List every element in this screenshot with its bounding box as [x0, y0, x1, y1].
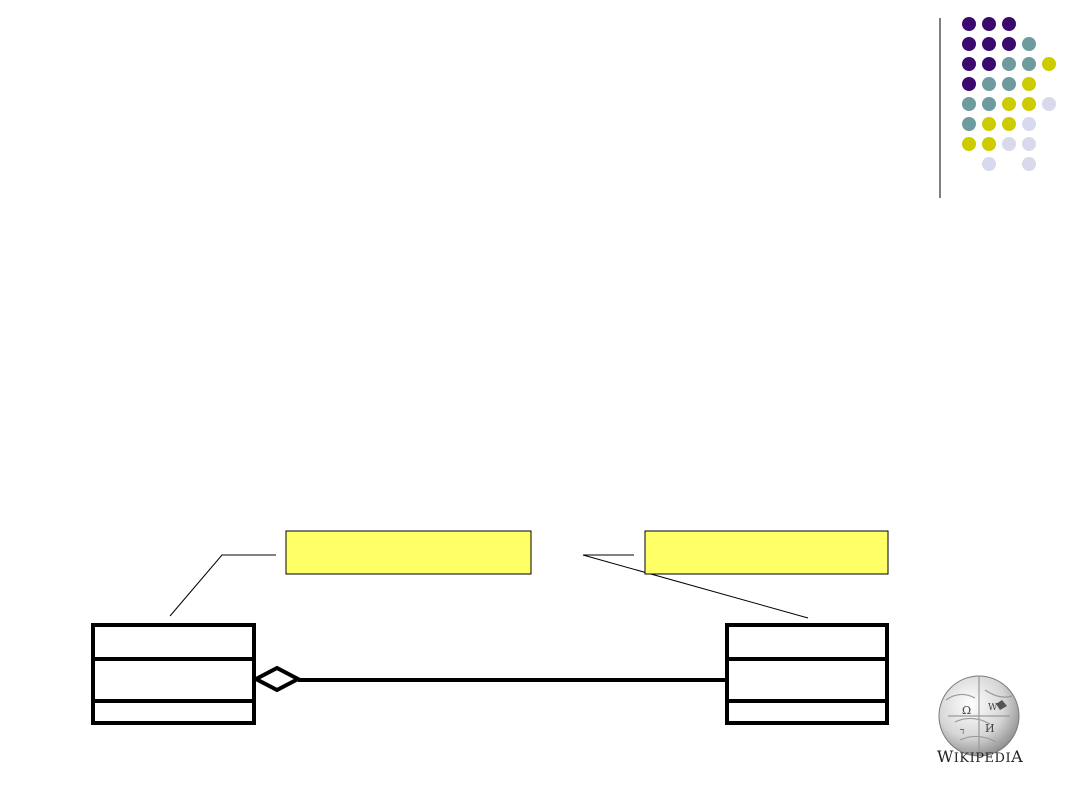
wordmark-first-letter: W: [936, 747, 954, 766]
decorative-dot: [962, 37, 976, 51]
decorative-dot: [1002, 137, 1016, 151]
decorative-dot: [982, 37, 996, 51]
wikipedia-wordmark: WIKIPEDIA: [922, 749, 1038, 767]
decorative-dot: [1022, 97, 1036, 111]
decorative-dot: [1002, 77, 1016, 91]
decorative-dot: [1002, 117, 1016, 131]
note-connector-right: [582, 554, 809, 619]
decorative-dot: [982, 137, 996, 151]
decorative-dot: [1042, 57, 1056, 71]
decorative-dot: [982, 97, 996, 111]
svg-text:W: W: [988, 703, 998, 713]
decorative-dot: [1042, 97, 1056, 111]
class-box-left-frame: [91, 623, 256, 725]
decorative-dot: [962, 57, 976, 71]
note-left[interactable]: [285, 530, 532, 575]
decorative-dot: [1022, 137, 1036, 151]
svg-text:Ω: Ω: [962, 704, 971, 717]
note-connector-left: [169, 554, 276, 617]
decorative-dot: [962, 17, 976, 31]
decorative-dot: [1002, 97, 1016, 111]
note-right-box: [644, 530, 889, 575]
wordmark-middle: IKIPEDI: [953, 751, 1012, 766]
decorative-dot: [982, 157, 996, 171]
decorative-dot: [962, 77, 976, 91]
svg-text:ד: ד: [960, 727, 964, 737]
wikipedia-globe-icon: Ω И W ד: [938, 675, 1020, 757]
decorative-dot: [982, 77, 996, 91]
decorative-dot: [962, 117, 976, 131]
note-right[interactable]: [644, 530, 889, 575]
decorative-dot: [982, 17, 996, 31]
decorative-dot: [1002, 17, 1016, 31]
decorative-dot: [982, 117, 996, 131]
note-left-box: [285, 530, 532, 575]
class-box-left[interactable]: [91, 623, 256, 725]
decorative-dot: [1022, 37, 1036, 51]
decorative-dot: [1022, 57, 1036, 71]
decorative-dot-grid: [962, 17, 1056, 171]
class-box-right[interactable]: [725, 623, 889, 725]
decorative-dot: [1022, 117, 1036, 131]
decorative-dot: [1002, 37, 1016, 51]
decorative-dot: [962, 97, 976, 111]
decorative-dot: [982, 57, 996, 71]
svg-text:И: И: [985, 722, 995, 735]
aggregation-diamond: [251, 665, 303, 693]
decorative-dot: [962, 137, 976, 151]
decorative-dot: [1022, 157, 1036, 171]
decorative-dot: [1022, 77, 1036, 91]
class-box-right-frame: [725, 623, 889, 725]
decorative-dot: [1002, 57, 1016, 71]
wordmark-last-letter: A: [1011, 747, 1024, 766]
